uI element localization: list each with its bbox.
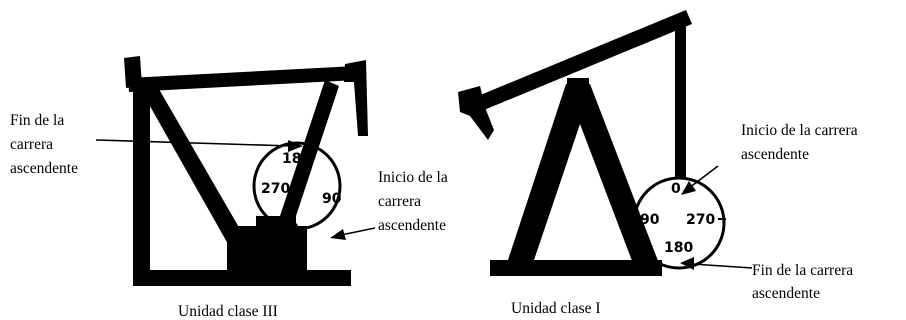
- class-iii-walking-beam: [128, 66, 357, 92]
- class-iii-end-label-line-1: Fin de la: [10, 112, 64, 129]
- class-i-caption: Unidad clase I: [511, 300, 601, 317]
- class-iii-rear-post: [133, 80, 150, 280]
- class-iii-base: [133, 270, 351, 286]
- class-i-pitman-rod: [675, 18, 686, 178]
- class-i-end-arrow: [680, 257, 753, 270]
- svg-text:Inicio de la carrera: Inicio de la carrera ascendente: [378, 169, 452, 234]
- class-iii-dial-right: 90: [322, 191, 342, 207]
- class-i-walking-beam: [478, 10, 692, 110]
- class-i-start-arrow: [681, 165, 719, 195]
- class-iii-dial-top: 180: [282, 151, 311, 167]
- class-i-start-label-line-2: ascendente: [741, 146, 809, 163]
- class-i-start-label-line-1: Inicio de la carrera: [741, 122, 858, 139]
- class-iii-start-label-line-2: carrera: [378, 193, 421, 210]
- class-iii-dial-bottom: 0: [289, 221, 299, 237]
- class-iii-unit: 180 270 90 0 Fin de la carrera ascendent…: [10, 56, 452, 320]
- class-i-end-label-line-1: Fin de la carrera: [752, 262, 853, 279]
- svg-text:Inicio de la carrera asc: Inicio de la carrera ascendente: [741, 122, 861, 163]
- class-i-end-label-line-2: ascendente: [752, 285, 820, 302]
- class-i-horse-head: [458, 86, 494, 140]
- class-iii-end-label-line-2: carrera: [10, 136, 53, 153]
- class-i-pivot: [567, 78, 589, 92]
- class-i-dial-left: 90: [640, 212, 660, 228]
- class-i-dial-top: 0: [671, 181, 681, 197]
- class-i-unit: 0 90 270 180 Inicio de la carrera ascend…: [458, 10, 861, 317]
- svg-text:Fin de la carrera ascend: Fin de la carrera ascendente: [752, 262, 857, 302]
- class-iii-end-arrow: [95, 139, 303, 152]
- class-iii-pitman-arm: [280, 80, 339, 222]
- class-iii-dial-left: 270: [261, 181, 290, 197]
- class-i-dial-right: 270: [686, 212, 715, 228]
- class-i-crank-circle: [632, 176, 726, 270]
- class-iii-start-label-line-1: Inicio de la: [378, 169, 448, 186]
- class-iii-start-label-line-3: ascendente: [378, 217, 446, 234]
- class-i-samson-post: [506, 84, 660, 266]
- class-iii-beam-rear-cap: [124, 56, 142, 88]
- class-iii-caption: Unidad clase III: [178, 303, 278, 320]
- class-iii-gearbox: [227, 226, 307, 272]
- class-iii-crank-circle: [252, 141, 342, 231]
- class-iii-end-label-line-3: ascendente: [10, 160, 78, 177]
- class-iii-horse-head: [344, 60, 368, 136]
- class-iii-start-arrow: [330, 227, 376, 240]
- class-i-base: [490, 260, 662, 276]
- svg-text:Fin de la carrera: Fin de la carrera ascendente: [10, 112, 78, 177]
- class-i-dial-bottom: 180: [664, 240, 693, 256]
- class-iii-diagonal-brace: [142, 84, 244, 244]
